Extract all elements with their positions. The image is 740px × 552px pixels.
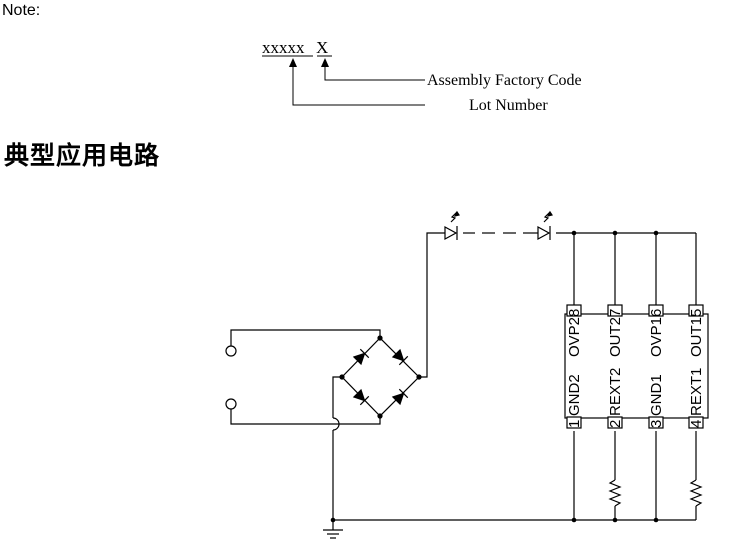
factory-arrow-head: [321, 58, 329, 67]
pin-6-name: OVP1: [648, 317, 665, 357]
led-emission-icon: [543, 211, 551, 223]
bridge-outline: [341, 337, 420, 417]
note-label: Note:: [2, 2, 41, 19]
led-last: [537, 210, 553, 241]
resistor-rext2: [608, 479, 622, 507]
ac-wire-bottom: [230, 409, 381, 425]
bridge-diode-3: [352, 388, 370, 406]
lot-arrow-line: [292, 67, 425, 106]
pin-4-number: 4: [688, 420, 705, 428]
factory-arrow-line: [324, 67, 425, 81]
bridge-diode-1: [352, 348, 370, 366]
ic-body: [564, 313, 709, 419]
pin-3-name: GND1: [648, 374, 665, 416]
ac-wire-top: [230, 329, 381, 346]
ac-terminal-bottom: [225, 398, 237, 410]
pin-6-number: 6: [648, 309, 665, 317]
factory-code-label: Assembly Factory Code: [427, 72, 582, 89]
pin-7-name: OUT2: [607, 317, 624, 357]
ac-input: [225, 329, 381, 425]
section-title: 典型应用电路: [4, 141, 161, 170]
pin-7-number: 7: [607, 309, 624, 317]
wire-ground-rail: [332, 430, 696, 521]
pin-4-name: REXT1: [688, 368, 705, 416]
resistor-rext1: [689, 479, 703, 507]
marking-code: xxxxx: [262, 38, 305, 57]
marking-legend: xxxxx X Assembly Factory Code Lot Number: [262, 38, 582, 114]
lot-number-label: Lot Number: [469, 97, 548, 114]
pin-3-number: 3: [648, 420, 665, 428]
driver-ic: 8 OVP2 7 OUT2 6 OVP1 5 OUT1 GND2 1 REXT2…: [564, 304, 709, 429]
ac-terminal-top: [225, 345, 237, 357]
pin-1-number: 1: [566, 420, 583, 428]
junctions: [330, 230, 659, 523]
wire-bridge-to-led: [419, 232, 445, 378]
ground-icon: [323, 529, 343, 539]
lot-arrow-head: [289, 58, 297, 67]
marking-suffix: X: [316, 38, 328, 57]
pin-2-number: 2: [607, 420, 624, 428]
led-emission-icon: [450, 211, 458, 223]
bridge-diode-2: [391, 348, 409, 366]
pin-5-number: 5: [688, 309, 705, 317]
pin-8-name: OVP2: [566, 317, 583, 357]
led-first: [444, 210, 460, 241]
bridge-rectifier: [339, 335, 422, 419]
pin-8-number: 8: [566, 309, 583, 317]
pin-1-name: GND2: [566, 374, 583, 416]
pin-5-name: OUT1: [688, 317, 705, 357]
bridge-diode-4: [391, 388, 409, 406]
pin-2-name: REXT2: [607, 368, 624, 416]
